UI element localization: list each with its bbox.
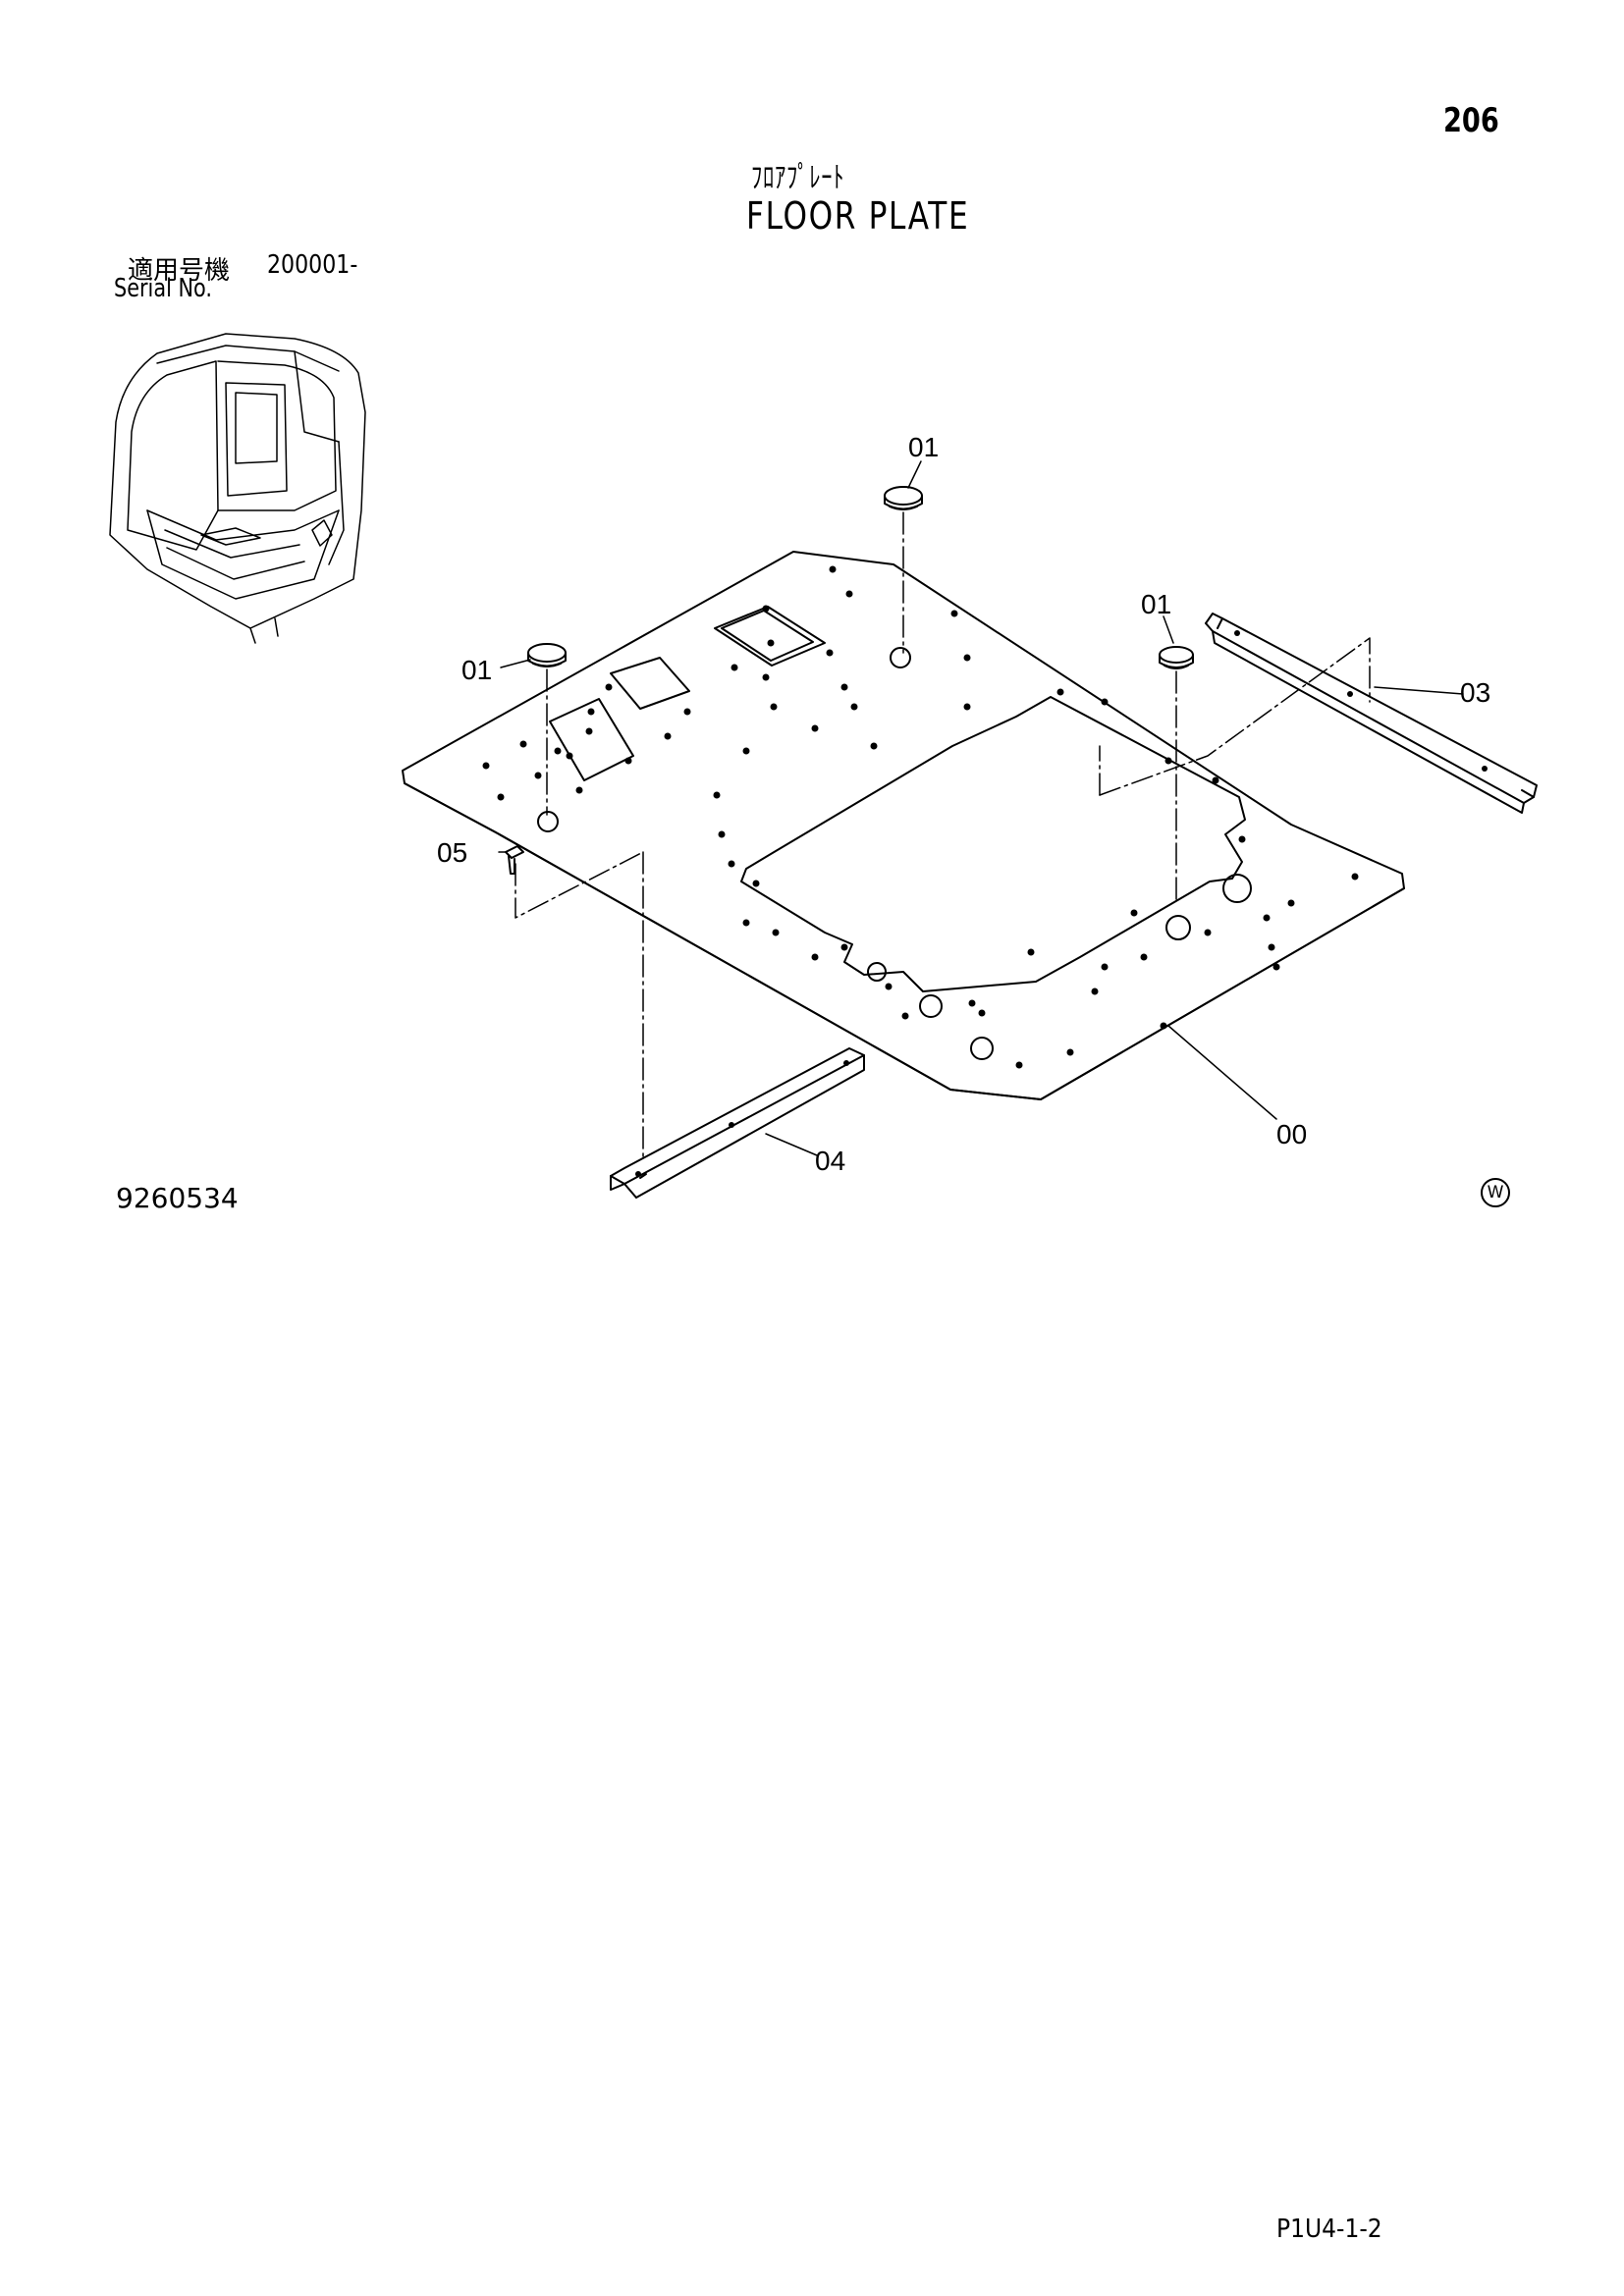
plug-right (1159, 646, 1194, 669)
w-mark-icon: W (1481, 1178, 1510, 1207)
callout-rail-right: 03 (1460, 677, 1490, 708)
callout-bolt: 05 (437, 837, 467, 868)
drawing-number: 9260534 (116, 1182, 239, 1214)
callout-floor-plate: 00 (1276, 1119, 1307, 1149)
cab-thumbnail-illustration (109, 333, 366, 644)
plug-left (527, 643, 567, 667)
callout-rail-front: 04 (815, 1146, 845, 1176)
page-number: 206 (1443, 101, 1499, 140)
leader-lines (498, 460, 1464, 1156)
title-english: FLOOR PLATE (746, 194, 970, 238)
callout-plug-top: 01 (908, 432, 939, 462)
plug-top (884, 486, 923, 510)
callout-plug-right: 01 (1141, 589, 1171, 619)
bolt-holes (482, 565, 1359, 1069)
callout-plug-left: 01 (461, 655, 492, 685)
page-code: P1U4-1-2 (1276, 2215, 1382, 2244)
floor-plate (402, 551, 1405, 1100)
rail-right (1205, 613, 1538, 814)
assembly-centerlines (514, 511, 1371, 1159)
serial-range: 200001- (267, 250, 358, 280)
serial-label-japanese: 適用号機 (128, 256, 231, 286)
rail-front (610, 1047, 865, 1199)
serial-label-english: Serial No. (114, 274, 212, 303)
bolt (505, 845, 524, 875)
title-japanese: ﾌﾛｱﾌﾟﾚｰﾄ (751, 161, 845, 195)
